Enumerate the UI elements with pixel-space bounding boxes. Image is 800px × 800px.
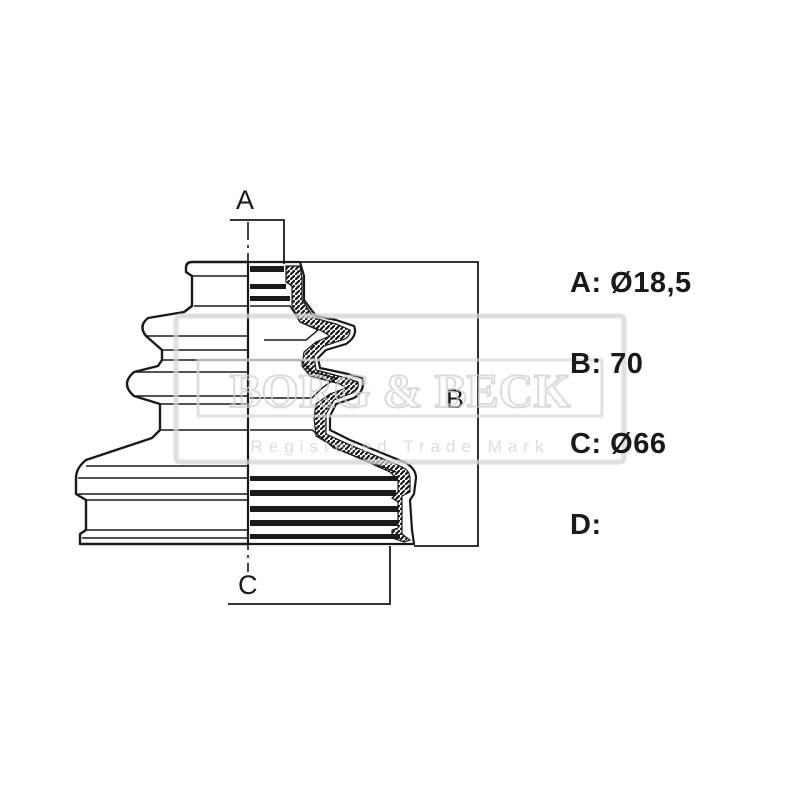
watermark-tagline: Registered Trade Mark [251,437,550,456]
spec-a-value: Ø18,5 [610,267,692,299]
spec-d: D: [570,509,602,542]
watermark-brand: BORG & BECK [229,365,570,418]
spec-a: A: Ø18,5 [570,267,692,300]
spec-c: C: Ø66 [570,428,667,461]
spec-c-label: C: [570,428,602,460]
dimension-a [230,219,285,264]
dimension-c-label: C [238,570,258,600]
fold-lines [78,275,248,539]
dimension-b [300,261,479,547]
spec-c-value: Ø66 [610,428,667,460]
spec-d-label: D: [570,509,602,541]
seal-bands [250,266,400,539]
spec-b-value: 70 [610,348,644,380]
boot-outline-left [74,260,248,546]
brand-watermark: BORG & BECK Registered Trade Mark [173,313,627,465]
dimension-b-label: B [446,384,464,414]
spec-a-label: A: [570,267,602,299]
dimension-c [228,546,391,605]
dimension-a-label: A [236,185,254,215]
spec-b-label: B: [570,348,602,380]
spec-b: B: 70 [570,348,643,381]
boot-section-hatch [285,265,412,543]
